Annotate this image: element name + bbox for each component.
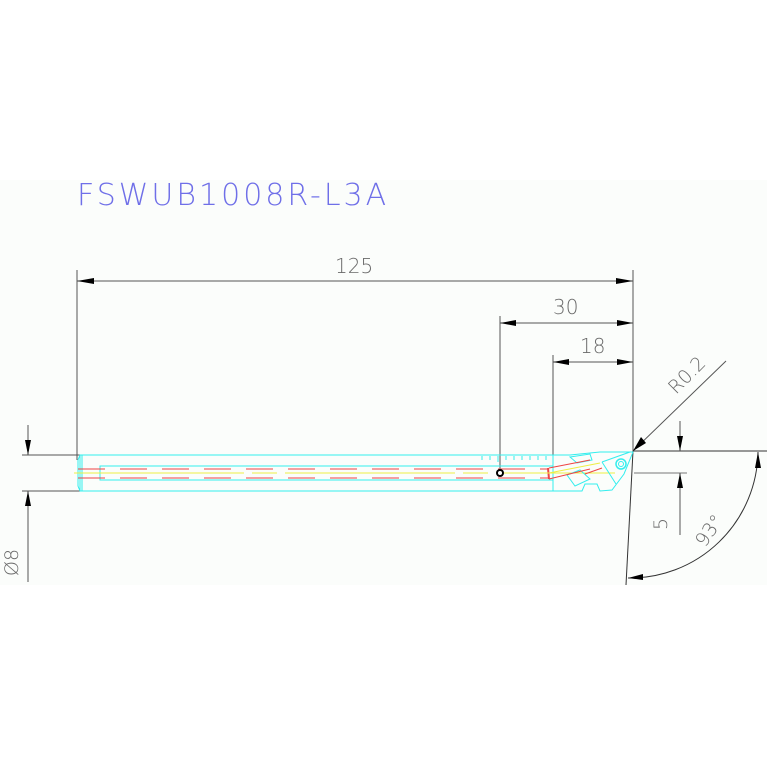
arrow-up-icon — [755, 452, 761, 468]
dim-30-label: 30 — [553, 295, 578, 319]
insert-screw-icon — [615, 458, 627, 470]
arrow-left-icon — [628, 574, 643, 580]
scale-ticks — [481, 456, 547, 462]
arrow-left-icon — [553, 359, 569, 365]
arrow-down-icon — [25, 440, 31, 455]
dim-93-label: 93° — [691, 511, 728, 551]
arrow-left-icon — [77, 278, 94, 284]
dimension-tip-offset: 5 — [633, 421, 767, 535]
dimension-flute-length: 18 — [552, 334, 633, 462]
arrow-left-icon — [500, 320, 516, 326]
arrow-up-icon — [677, 473, 683, 488]
arrow-right-icon — [617, 359, 633, 365]
arrow-right-icon — [617, 320, 633, 326]
dimension-approach-angle: 93° — [625, 450, 761, 586]
dim-d8-label: Ø8 — [1, 549, 23, 576]
arrow-up-icon — [25, 491, 31, 506]
dim-18-label: 18 — [580, 334, 605, 358]
arrow-right-icon — [616, 278, 633, 284]
arrow-down-icon — [677, 436, 683, 451]
dim-5-label: 5 — [650, 518, 672, 530]
arrow-leader-icon — [633, 437, 646, 451]
dim-r02-label: R0.2 — [664, 352, 710, 398]
dimension-shank-diameter: Ø8 — [1, 425, 80, 582]
dim-125-label: 125 — [335, 254, 373, 278]
dimension-head-length: 30 — [499, 295, 633, 470]
part-number-title: FSWUB1008R-L3A — [77, 178, 389, 213]
drawing-sheet — [0, 180, 767, 585]
dimension-overall-length: 125 — [76, 254, 634, 460]
tool-body — [74, 451, 634, 492]
